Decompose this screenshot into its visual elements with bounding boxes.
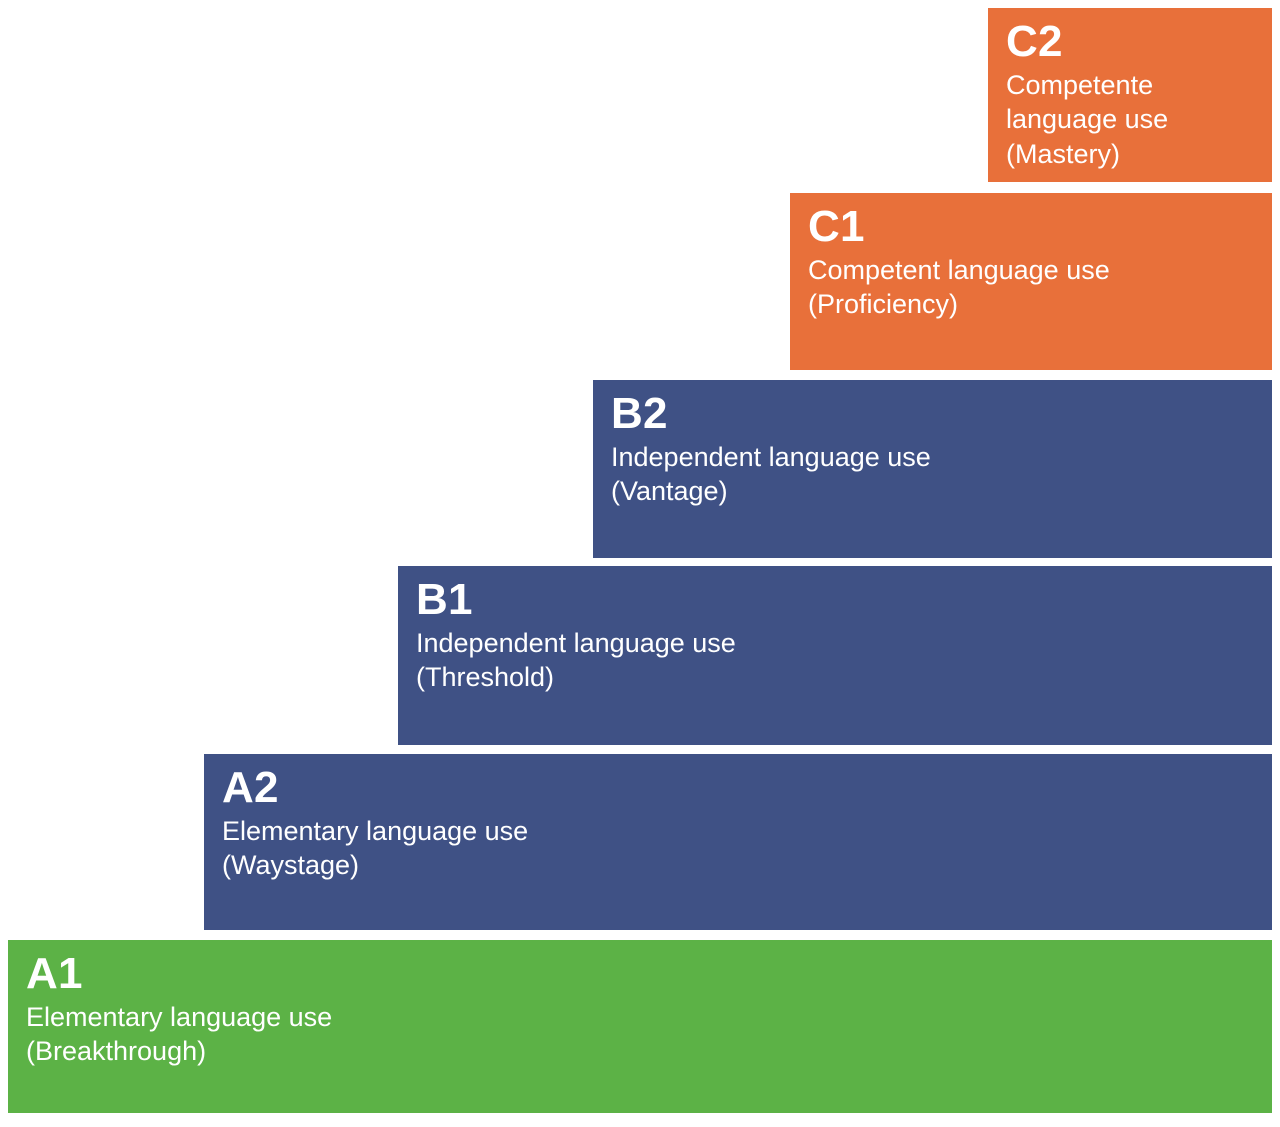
level-block-c2[interactable]: C2 Competente language use (Mastery) xyxy=(988,8,1272,182)
level-block-b1[interactable]: B1 Independent language use (Threshold) xyxy=(398,566,1272,745)
level-description-c1: Competent language use (Proficiency) xyxy=(808,255,1110,320)
level-code-a1: A1 xyxy=(26,949,83,998)
level-description-b1: Independent language use (Threshold) xyxy=(416,628,736,693)
level-description-b2: Independent language use (Vantage) xyxy=(611,442,931,507)
level-code-c1: C1 xyxy=(808,202,865,251)
level-block-a2[interactable]: A2 Elementary language use (Waystage) xyxy=(204,754,1272,930)
level-description-c2: Competente language use (Mastery) xyxy=(1006,70,1169,169)
level-description-a1: Elementary language use (Breakthrough) xyxy=(26,1002,333,1067)
level-description-a2: Elementary language use (Waystage) xyxy=(222,816,529,881)
level-block-b2[interactable]: B2 Independent language use (Vantage) xyxy=(593,380,1272,558)
level-code-c2: C2 xyxy=(1006,17,1063,66)
level-code-a2: A2 xyxy=(222,763,279,812)
level-block-a1[interactable]: A1 Elementary language use (Breakthrough… xyxy=(8,940,1272,1113)
level-block-c1[interactable]: C1 Competent language use (Proficiency) xyxy=(790,193,1272,370)
level-code-b2: B2 xyxy=(611,389,668,438)
level-code-b1: B1 xyxy=(416,575,473,624)
